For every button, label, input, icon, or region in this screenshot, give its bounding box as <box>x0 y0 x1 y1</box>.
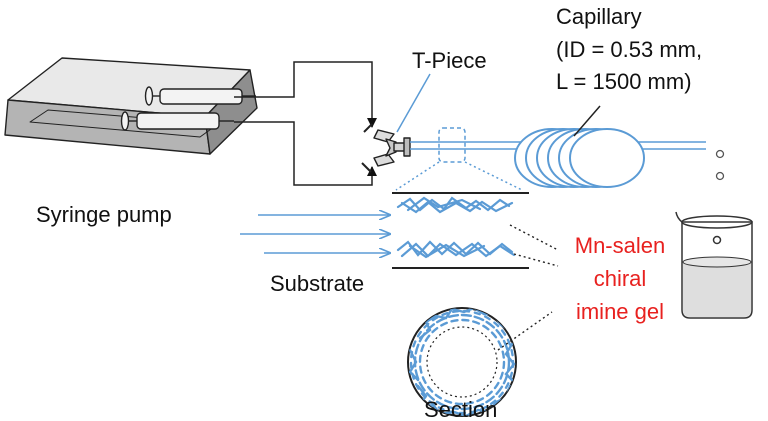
t-piece-label: T-Piece <box>412 48 487 73</box>
capillary-label-line3: L = 1500 mm) <box>556 69 692 94</box>
channel-walls <box>392 192 529 269</box>
capillary-cross-section <box>407 307 517 417</box>
capillary-coil <box>514 128 645 188</box>
substrate-flow-arrows <box>240 215 390 253</box>
syringe-pump-label: Syringe pump <box>36 202 172 227</box>
gel-label-line3: imine gel <box>575 299 665 324</box>
capillary-label-line1: Capillary <box>556 4 642 29</box>
capillary-callout-line <box>573 105 601 137</box>
gel-label-line1: Mn-salen <box>574 233 666 258</box>
substrate-label: Substrate <box>270 271 365 296</box>
collection-beaker <box>675 211 753 319</box>
feed-tubing <box>234 61 377 186</box>
t-piece-callout-line <box>396 73 431 133</box>
gel-fibres-lower <box>396 240 516 259</box>
magnify-box <box>395 127 523 191</box>
gel-label-line2: chiral <box>593 266 647 291</box>
section-label: Section <box>424 397 498 421</box>
t-piece <box>361 123 411 173</box>
syringe-upper <box>144 86 256 106</box>
gel-fibres-upper <box>396 196 514 214</box>
gel-callout-lines <box>497 224 559 351</box>
capillary-label-line2: (ID = 0.53 mm, <box>556 37 703 62</box>
product-droplets <box>715 149 725 181</box>
syringe-pump <box>4 57 258 155</box>
syringe-lower <box>120 111 234 131</box>
